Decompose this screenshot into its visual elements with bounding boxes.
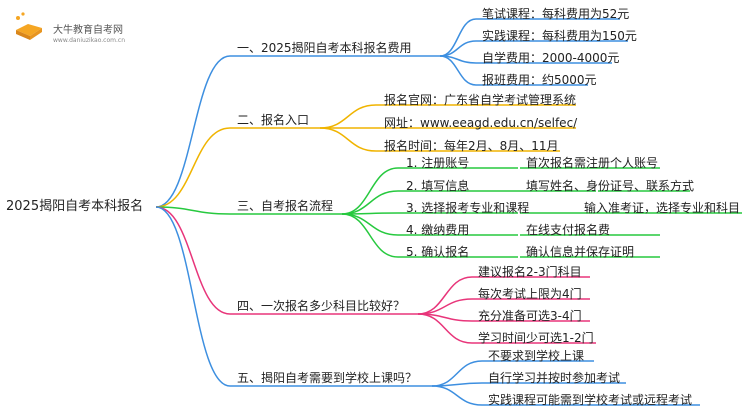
leaf-link-2-3 xyxy=(319,127,377,152)
subjects-little-time: 学习时间少可选1-2门 xyxy=(478,331,594,345)
leaf-link-3-1 xyxy=(341,167,399,215)
step-1: 1. 注册账号 xyxy=(406,156,470,170)
subjects-suggest: 建议报名2-3门科目 xyxy=(478,265,582,279)
step-4: 4. 缴纳费用 xyxy=(406,223,470,237)
step-2-desc: 填写姓名、身份证号、联系方式 xyxy=(526,179,695,193)
fee-practice: 实践课程：每科费用为150元 xyxy=(482,29,637,43)
entry-url: 网址：www.eeagd.edu.cn/selfec/ xyxy=(384,116,578,130)
branch-entry: 二、报名入口 xyxy=(237,113,310,127)
step-5-desc: 确认信息并保存证明 xyxy=(526,245,635,259)
fee-class: 报班费用：约5000元 xyxy=(482,73,597,87)
branch-process: 三、自考报名流程 xyxy=(237,199,334,213)
leaf-link-3-5 xyxy=(341,213,399,258)
root-node: 2025揭阳自考本科报名 xyxy=(6,199,144,214)
leaf-link-4-2 xyxy=(417,298,473,315)
subjects-limit: 每次考试上限为4门 xyxy=(478,287,582,301)
leaf-link-2-1 xyxy=(319,104,377,129)
fee-written: 笔试课程：每科费用为52元 xyxy=(482,7,630,21)
branch-link-3 xyxy=(155,206,231,215)
logo-title: 大牛教育自考网 xyxy=(53,25,123,36)
leaf-link-5-3 xyxy=(431,385,483,406)
class-practice-exam: 实践课程可能需到学校考试或远程考试 xyxy=(488,393,693,407)
leaf-link-4-1 xyxy=(417,276,473,315)
step-5: 5. 确认报名 xyxy=(406,245,470,259)
entry-time: 报名时间：每年2月、8月、11月 xyxy=(384,139,559,153)
leaf-link-3-4 xyxy=(341,213,399,236)
leaf-link-3-2 xyxy=(341,190,399,215)
step-2: 2. 填写信息 xyxy=(406,179,470,193)
branch-class: 五、揭阳自考需要到学校上课吗？ xyxy=(237,371,418,385)
logo: 大牛教育自考网 www.daniuzikao.com.cn xyxy=(8,4,158,44)
subjects-prepared: 充分准备可选3-4门 xyxy=(478,309,582,323)
class-self-study: 自行学习并按时参加考试 xyxy=(488,371,621,385)
branch-link-5 xyxy=(155,206,231,387)
step-4-desc: 在线支付报名费 xyxy=(526,223,611,237)
leaf-link-1-1 xyxy=(439,18,477,57)
step-1-desc: 首次报名需注册个人账号 xyxy=(526,156,659,170)
leaf-link-1-2 xyxy=(439,40,477,57)
leaf-link-5-1 xyxy=(431,360,483,387)
logo-url: www.daniuzikao.com.cn xyxy=(53,37,125,44)
branch-fees: 一、2025揭阳自考本科报名费用 xyxy=(237,41,412,55)
branch-link-4 xyxy=(155,206,231,315)
fee-self-study: 自学费用：2000-4000元 xyxy=(482,51,620,65)
leaf-link-1-4 xyxy=(439,55,477,86)
step-3: 3. 选择报考专业和课程 xyxy=(406,201,530,215)
step-3-desc: 输入准考证，选择专业和科目 xyxy=(584,201,741,215)
branch-link-2 xyxy=(155,127,231,208)
entry-site: 报名官网：广东省自学考试管理系统 xyxy=(384,93,577,107)
branch-subjects: 四、一次报名多少科目比较好？ xyxy=(237,299,406,313)
book-logo-icon xyxy=(16,12,42,40)
leaf-link-4-4 xyxy=(417,313,473,344)
class-not-required: 不要求到学校上课 xyxy=(488,349,585,363)
branch-link-1 xyxy=(155,55,231,208)
